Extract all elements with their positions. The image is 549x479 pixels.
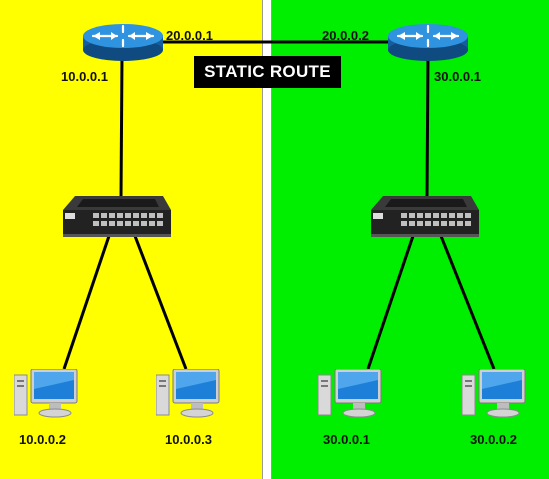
router-left-lan-ip: 10.0.0.1	[61, 69, 108, 84]
pc-2-icon	[156, 369, 220, 418]
link-switch-right-pc-3	[366, 235, 415, 370]
router-left-icon	[83, 24, 163, 61]
router-left-wan-ip: 20.0.0.1	[166, 28, 213, 43]
pc-4-ip: 30.0.0.2	[470, 432, 517, 447]
zone-divider	[262, 0, 272, 479]
link-switch-left-pc-2	[133, 235, 188, 370]
pc-3-ip: 30.0.0.1	[323, 432, 370, 447]
router-right-wan-ip: 20.0.0.2	[322, 28, 369, 43]
pc-2-ip: 10.0.0.3	[165, 432, 212, 447]
link-switch-right-pc-4	[439, 235, 496, 370]
pc-1-icon	[14, 369, 78, 418]
static-route-banner: STATIC ROUTE	[194, 56, 341, 88]
link-switch-left-pc-1	[62, 235, 111, 370]
router-right-icon	[388, 24, 468, 61]
pc-3-icon	[318, 369, 382, 418]
link-router-right-switch-right	[425, 55, 430, 199]
pc-1-ip: 10.0.0.2	[19, 432, 66, 447]
switch-right-icon	[371, 196, 479, 237]
router-right-lan-ip: 30.0.0.1	[434, 69, 481, 84]
pc-4-icon	[462, 369, 526, 418]
link-router-left-switch-left	[119, 55, 124, 199]
switch-left-icon	[63, 196, 171, 237]
